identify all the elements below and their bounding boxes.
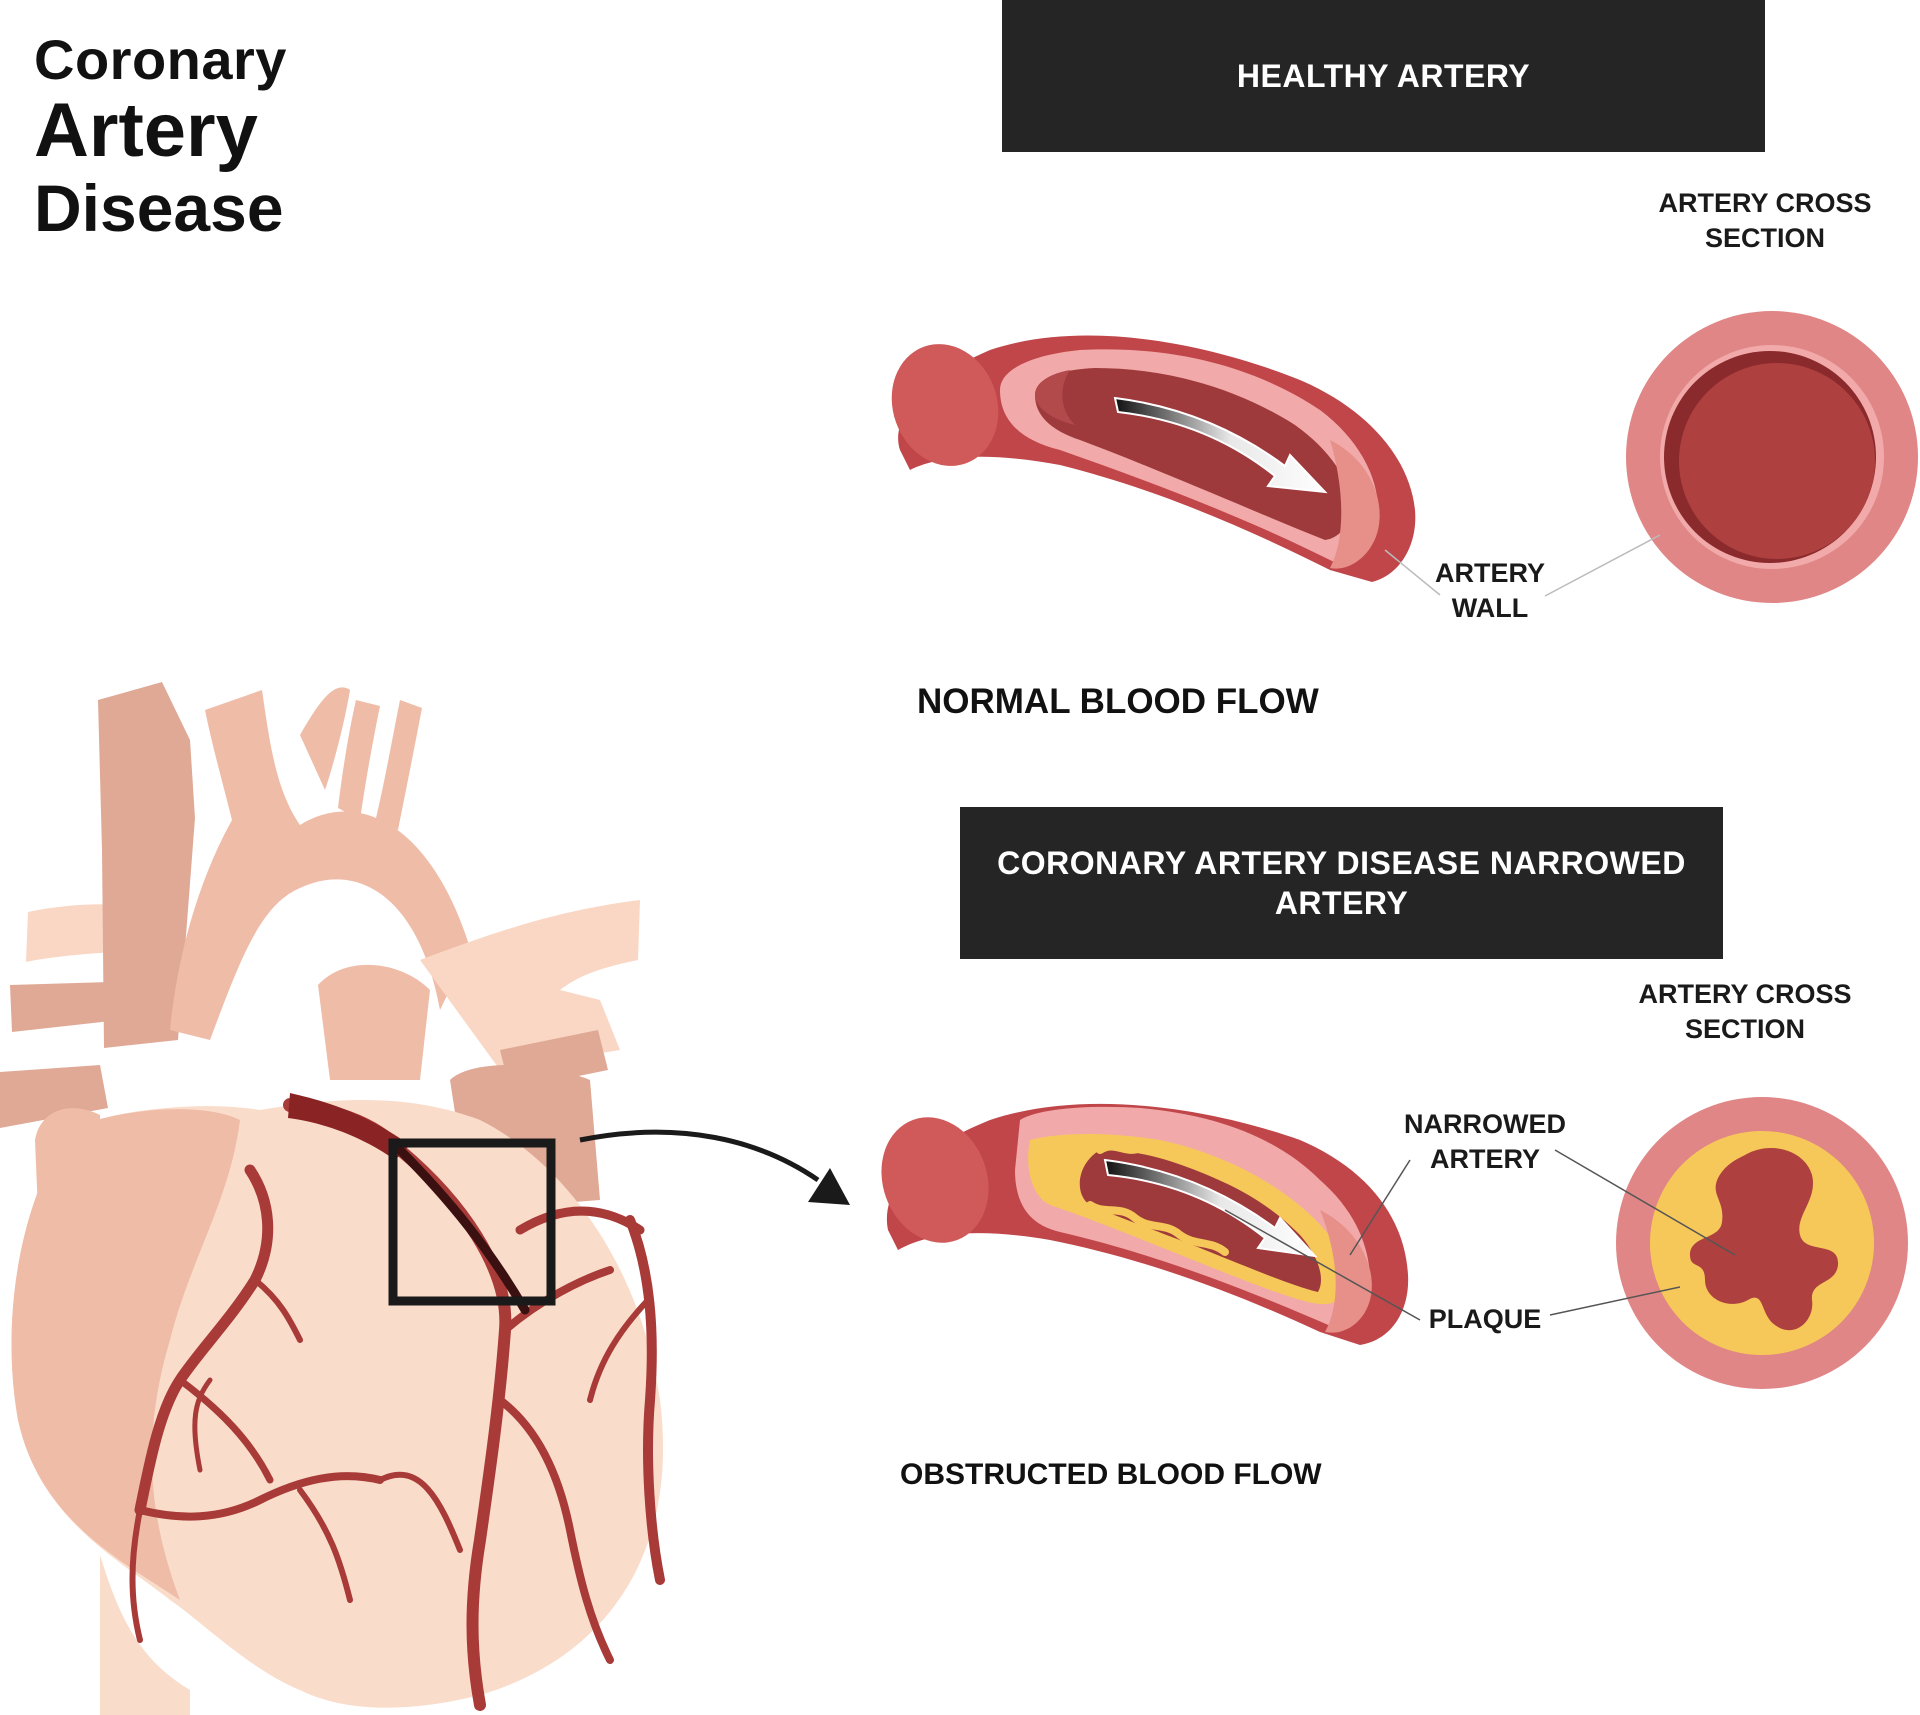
healthy-artery-banner: HEALTHY ARTERY bbox=[1002, 0, 1765, 152]
obstructed-blood-flow-label: OBSTRUCTED BLOOD FLOW bbox=[900, 1458, 1322, 1491]
heart-illustration bbox=[0, 682, 665, 1715]
title-line-artery: Artery bbox=[34, 88, 258, 174]
title-line-disease: Disease bbox=[34, 170, 284, 245]
healthy-cross-section-label: ARTERY CROSS SECTION bbox=[1658, 188, 1872, 254]
narrowed-cross-section bbox=[1616, 1097, 1908, 1389]
plaque-label: PLAQUE bbox=[1428, 1304, 1542, 1334]
healthy-artery-illustration bbox=[891, 335, 1416, 582]
normal-blood-flow-label: NORMAL BLOOD FLOW bbox=[917, 682, 1319, 721]
artery-wall-label: ARTERY WALL bbox=[1434, 558, 1545, 624]
narrowed-artery-illustration bbox=[881, 1103, 1409, 1345]
zoom-box bbox=[388, 1138, 556, 1306]
title-line-coronary: Coronary bbox=[34, 28, 287, 91]
narrowed-artery-label: NARROWED ARTERY bbox=[1404, 1109, 1566, 1175]
narrowed-cross-section-label: ARTERY CROSS SECTION bbox=[1638, 979, 1852, 1045]
zoom-connector-arrow bbox=[579, 1129, 850, 1205]
narrowed-artery-banner: CORONARY ARTERY DISEASE NARROWED ARTERY bbox=[960, 807, 1723, 959]
healthy-cross-section bbox=[1626, 311, 1918, 603]
page-title: Coronary Artery Disease bbox=[34, 28, 287, 245]
